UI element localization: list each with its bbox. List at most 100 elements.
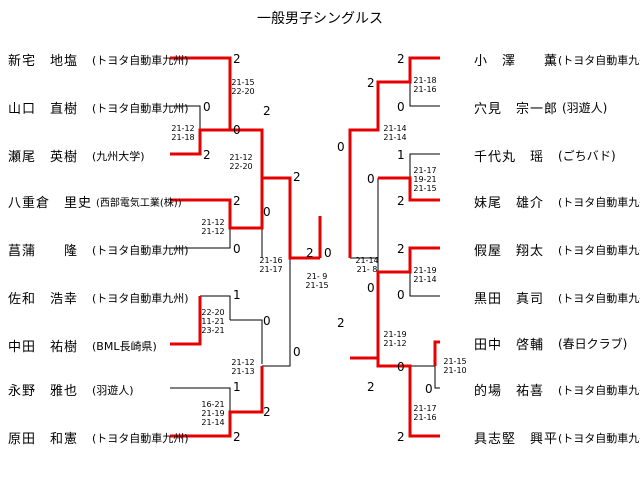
set-score: 21-15 [305,281,329,290]
player-affiliation: (トヨタ自動車九州) [92,432,189,445]
player-name: 田中 啓輔 [474,338,545,353]
match-score: 2 [233,52,241,66]
set-scores: 21- 9 21-15 [300,272,334,290]
set-score: 11-21 [201,317,225,326]
player-affiliation: (春日クラブ) [558,337,628,351]
player-affiliation: (トヨタ自動車九州) [92,292,189,305]
player-name: 瀬尾 英樹 [8,150,79,165]
set-score: 21-19 [201,409,225,418]
set-score: 21-12 [383,339,407,348]
match-score: 2 [397,194,405,208]
set-score: 21-12 [201,227,225,236]
bracket-line-winner [170,296,202,346]
set-score: 21-17 [413,166,437,175]
set-scores: 21-19 21-12 [378,330,412,348]
match-score: 0 [397,288,405,302]
match-score: 1 [233,380,241,394]
set-score: 22-20 [229,162,253,171]
player-name: 具志堅 興平 [474,432,559,447]
page-title: 一般男子シングルス [257,11,383,27]
bracket-line-winner [170,366,264,438]
match-score: 2 [397,52,405,66]
bracket-line-winner [170,176,320,260]
player-name: 永野 雅也 [8,384,79,399]
match-score: 2 [233,430,241,444]
match-score: 0 [367,281,375,295]
set-score: 21-16 [259,256,283,265]
set-scores: 21-12 21-13 [226,358,260,376]
player-name: 山口 直樹 [8,102,79,117]
match-score: 0 [263,205,271,219]
set-scores: 21-12 21-18 [166,124,200,142]
bracket-line [350,257,379,271]
player-name: 妹尾 雄介 [474,196,545,211]
set-score: 21-19 [413,266,437,275]
set-score: 21-19 [383,330,407,339]
player-affiliation: (羽遊人) [562,101,608,115]
match-score: 2 [263,104,271,118]
match-score: 0 [397,360,405,374]
player-name: 黒田 真司 [474,292,545,307]
player-affiliation: (トヨタ自動車九州) [92,244,189,257]
player-name: 假屋 翔太 [474,244,545,259]
player-name: 菖蒲 隆 [8,244,79,259]
set-scores: 16-21 21-19 21-14 [196,400,230,427]
set-scores: 21-19 21-14 [408,266,442,284]
player-affiliation: (トヨタ自動車九州) [558,54,640,67]
match-score: 0 [367,172,375,186]
bracket-line [409,272,440,297]
set-score: 22-20 [231,87,255,96]
set-score: 21- 8 [356,265,378,274]
set-score: 21-16 [413,85,437,94]
player-name: 原田 和憲 [8,432,79,447]
match-score: 0 [263,314,271,328]
player-name: 中田 祐樹 [8,340,79,355]
match-score: 2 [293,170,301,184]
set-scores: 22-20 11-21 23-21 [196,308,230,335]
set-score: 21-13 [231,367,255,376]
set-score: 21-14 [383,133,407,142]
bracket-line [170,228,231,249]
set-score: 21-18 [413,76,437,85]
set-score: 21-18 [171,133,195,142]
set-score: 19-21 [413,175,437,184]
player-affiliation: (トヨタ自動車九州) [558,292,640,305]
match-score: 2 [397,242,405,256]
set-score: 21-12 [201,218,225,227]
match-score: 2 [233,194,241,208]
bracket-line [262,258,291,367]
player-affiliation: (トヨタ自動車九州) [92,102,189,115]
match-score: 2 [203,148,211,162]
bracket-line-winner [378,176,440,202]
player-name: 佐和 浩幸 [8,292,79,307]
set-score: 23-21 [201,326,225,335]
bracket-line-winner [376,358,440,438]
set-score: 21-15 [231,78,255,87]
player-affiliation: (トヨタ自動車九州) [558,432,640,445]
player-affiliation: (トヨタ自動車九州) [558,384,640,397]
match-score: 1 [233,288,241,302]
player-affiliation: (BML長崎県) [92,340,157,353]
match-score: 0 [425,382,433,396]
set-score: 21- 9 [306,272,328,281]
set-score: 21-12 [171,124,195,133]
bracket-line-winner [170,128,230,156]
player-affiliation: (羽遊人) [92,384,134,397]
set-scores: 21-15 22-20 [226,78,260,96]
match-score: 0 [324,246,332,260]
match-score: 2 [367,380,375,394]
set-scores: 21-12 22-20 [224,153,258,171]
bracket-line-winner [350,246,440,360]
set-score: 21-14 [201,418,225,427]
player-name: 千代丸 瑶 [474,150,545,165]
set-score: 21-17 [413,404,437,413]
set-scores: 21-15 21-10 [438,357,472,375]
match-score: 2 [397,430,405,444]
set-score: 21-10 [443,366,467,375]
set-score: 21-14 [355,256,379,265]
player-name: 穴見 宗一郎 [474,102,559,117]
bracket-line-winner [433,340,440,366]
set-score: 21-14 [383,124,407,133]
set-scores: 21-17 21-16 [408,404,442,422]
